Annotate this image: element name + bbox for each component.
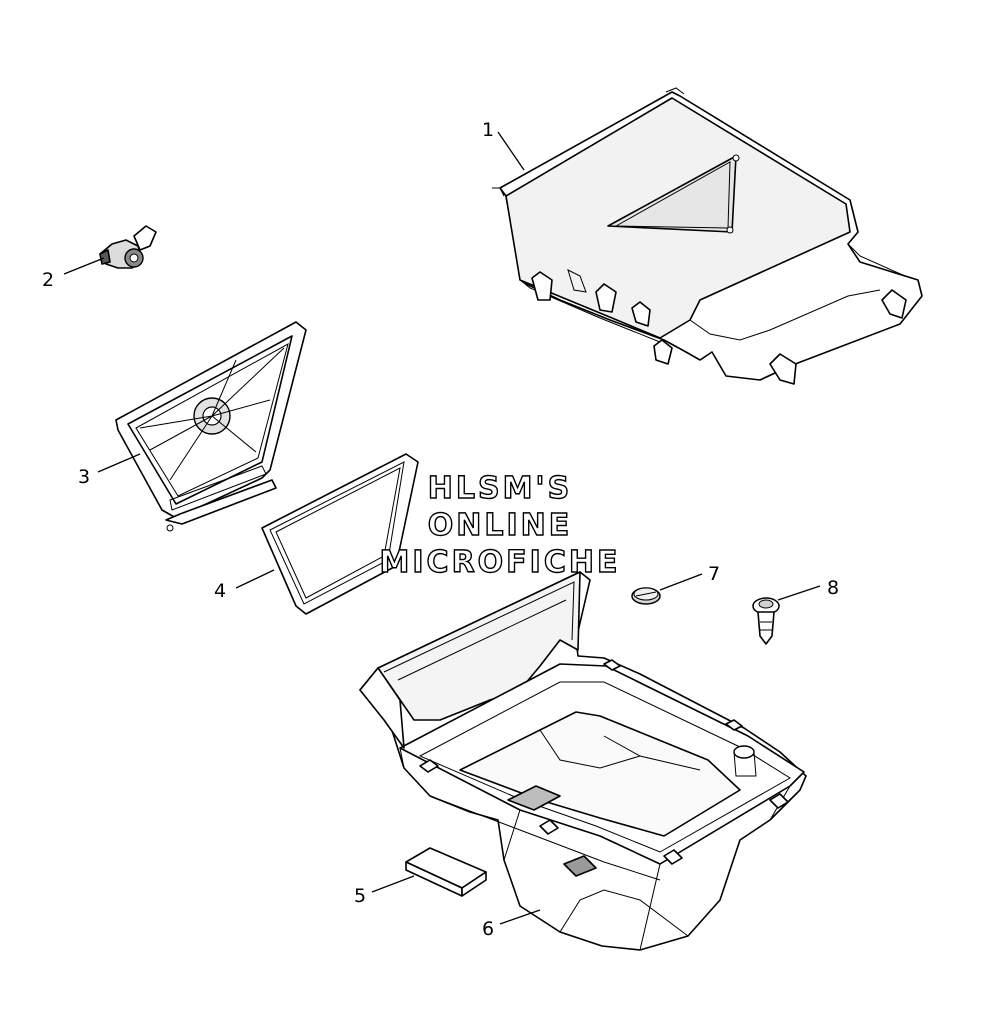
leader-7	[659, 573, 703, 591]
part-6-airbox-base	[359, 571, 807, 951]
callout-7: 7	[708, 563, 720, 585]
watermark-line-2: ONLINE	[428, 508, 573, 543]
callout-4: 4	[214, 580, 226, 602]
watermark-line-3: MICROFICHE	[380, 545, 621, 580]
leader-4	[235, 569, 275, 589]
part-5-foam-pad	[405, 847, 487, 897]
callout-labels: 1 2 3 4 5 6 7 8	[42, 119, 839, 940]
leader-2	[63, 257, 105, 275]
part-7-plug	[631, 587, 661, 605]
watermark-line-1: HLSM'S	[428, 471, 572, 506]
leader-8	[777, 585, 821, 601]
leader-5	[371, 875, 415, 893]
callout-2: 2	[42, 269, 54, 291]
part-3-filter-frame	[115, 321, 307, 532]
watermark: HLSM'S ONLINE MICROFICHE	[379, 470, 621, 580]
part-4-filter-element	[261, 453, 419, 615]
part-2-clamp	[99, 225, 157, 269]
leader-6	[499, 909, 541, 925]
callout-8: 8	[827, 577, 839, 599]
part-8-push-rivet	[752, 597, 780, 645]
callout-6: 6	[482, 918, 494, 940]
callout-1: 1	[482, 119, 494, 141]
leader-3	[97, 453, 141, 473]
callout-3: 3	[78, 466, 90, 488]
callout-5: 5	[354, 885, 366, 907]
part-1-airbox-cover	[492, 87, 923, 385]
leader-1	[497, 131, 525, 171]
leader-lines	[63, 131, 821, 925]
